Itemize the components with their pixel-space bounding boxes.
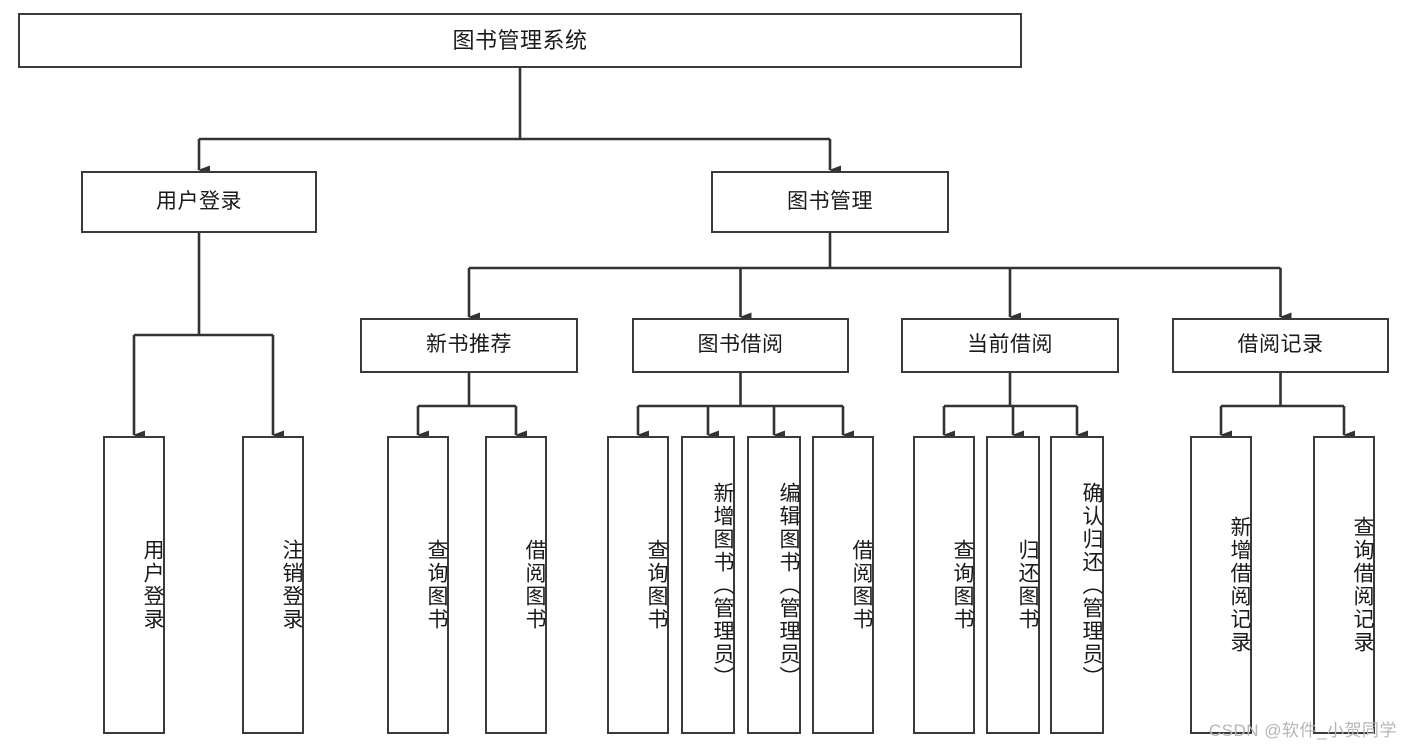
node-leaf-add-borrow-record[interactable]: 新增借阅记录 bbox=[1190, 436, 1252, 734]
node-label-leaf-edit-book: 编辑图书（管理员） bbox=[777, 481, 800, 689]
node-leaf-logout[interactable]: 注销登录 bbox=[242, 436, 304, 734]
node-leaf-query-book-3[interactable]: 查询图书 bbox=[913, 436, 975, 734]
node-label-leaf-user-login: 用户登录 bbox=[141, 539, 164, 631]
node-label-new-book-recommend: 新书推荐 bbox=[426, 333, 512, 357]
node-root[interactable]: 图书管理系统 bbox=[18, 13, 1022, 68]
node-label-leaf-add-borrow-record: 新增借阅记录 bbox=[1228, 516, 1251, 654]
node-label-leaf-query-book-2: 查询图书 bbox=[645, 539, 668, 631]
node-leaf-edit-book[interactable]: 编辑图书（管理员） bbox=[747, 436, 801, 734]
node-label-book-borrow: 图书借阅 bbox=[697, 333, 784, 357]
node-leaf-query-borrow-record[interactable]: 查询借阅记录 bbox=[1313, 436, 1375, 734]
node-label-leaf-query-book-3: 查询图书 bbox=[951, 539, 974, 631]
watermark-text: CSDN @软件_小贺同学 bbox=[1208, 721, 1397, 740]
node-label-leaf-return-book: 归还图书 bbox=[1016, 539, 1039, 631]
node-label-user-login: 用户登录 bbox=[156, 189, 242, 213]
node-leaf-borrow-book-2[interactable]: 借阅图书 bbox=[812, 436, 874, 734]
node-user-login[interactable]: 用户登录 bbox=[81, 171, 317, 233]
node-label-leaf-add-book: 新增图书（管理员） bbox=[711, 481, 734, 689]
connector-lines bbox=[132, 68, 1355, 440]
node-leaf-query-book-1[interactable]: 查询图书 bbox=[387, 436, 449, 734]
node-label-root: 图书管理系统 bbox=[452, 27, 588, 53]
node-label-leaf-confirm-return: 确认归还（管理员） bbox=[1080, 481, 1103, 689]
node-label-leaf-borrow-book-2: 借阅图书 bbox=[850, 539, 873, 631]
node-borrow-record[interactable]: 借阅记录 bbox=[1172, 318, 1389, 373]
node-label-leaf-query-book-1: 查询图书 bbox=[425, 539, 448, 631]
node-label-current-borrow: 当前借阅 bbox=[967, 333, 1053, 357]
node-label-leaf-borrow-book-1: 借阅图书 bbox=[523, 539, 546, 631]
node-leaf-user-login[interactable]: 用户登录 bbox=[103, 436, 165, 734]
node-label-book-manage: 图书管理 bbox=[787, 189, 873, 213]
node-leaf-confirm-return[interactable]: 确认归还（管理员） bbox=[1050, 436, 1104, 734]
node-label-leaf-logout: 注销登录 bbox=[280, 539, 303, 631]
node-leaf-query-book-2[interactable]: 查询图书 bbox=[607, 436, 669, 734]
node-book-borrow[interactable]: 图书借阅 bbox=[632, 318, 849, 373]
node-leaf-borrow-book-1[interactable]: 借阅图书 bbox=[485, 436, 547, 734]
node-label-leaf-query-borrow-record: 查询借阅记录 bbox=[1351, 516, 1374, 654]
node-leaf-add-book[interactable]: 新增图书（管理员） bbox=[681, 436, 735, 734]
node-current-borrow[interactable]: 当前借阅 bbox=[901, 318, 1119, 373]
node-label-borrow-record: 借阅记录 bbox=[1237, 333, 1324, 357]
node-leaf-return-book[interactable]: 归还图书 bbox=[986, 436, 1040, 734]
node-book-manage[interactable]: 图书管理 bbox=[711, 171, 949, 233]
node-new-book-recommend[interactable]: 新书推荐 bbox=[360, 318, 578, 373]
